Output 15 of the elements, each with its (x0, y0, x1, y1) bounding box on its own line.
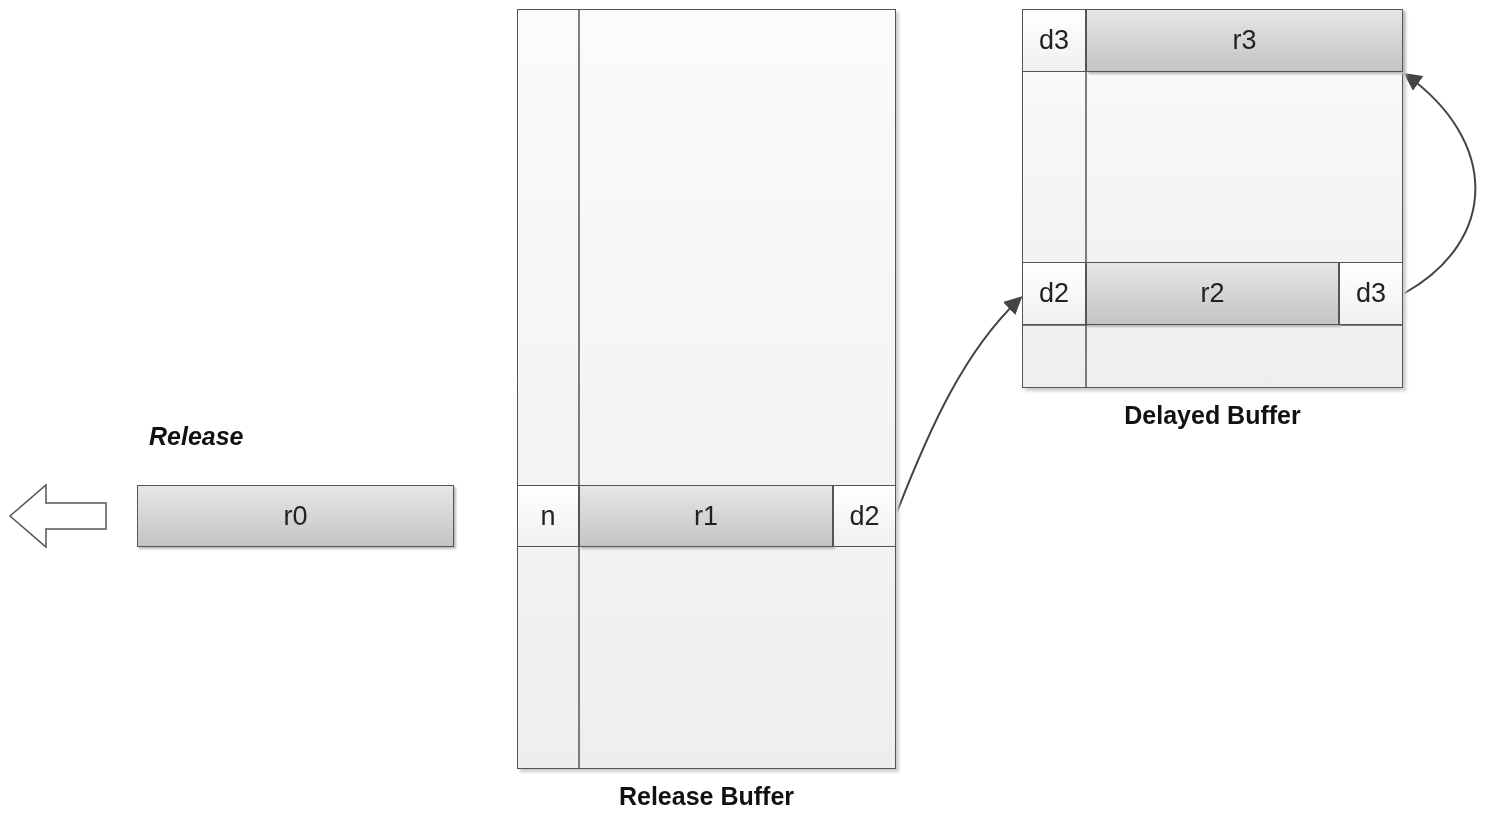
buffer-cell: d3 (1022, 9, 1086, 72)
record-bar: r3 (1086, 9, 1403, 72)
buffer-title: Delayed Buffer (1123, 401, 1302, 430)
record-bar: r0 (137, 485, 454, 547)
arrow (896, 296, 1023, 513)
buffer-cell: d3 (1339, 262, 1403, 325)
arrow-label: Release (149, 422, 244, 451)
buffer-cell: d2 (1022, 262, 1086, 325)
buffer-cell: n (517, 485, 579, 547)
arrow (1403, 72, 1477, 295)
block-arrow (8, 483, 107, 549)
record-bar: r1 (579, 485, 833, 547)
buffer-title: Release Buffer (617, 782, 796, 811)
buffer-cell: d2 (833, 485, 896, 547)
record-bar: r2 (1086, 262, 1339, 325)
